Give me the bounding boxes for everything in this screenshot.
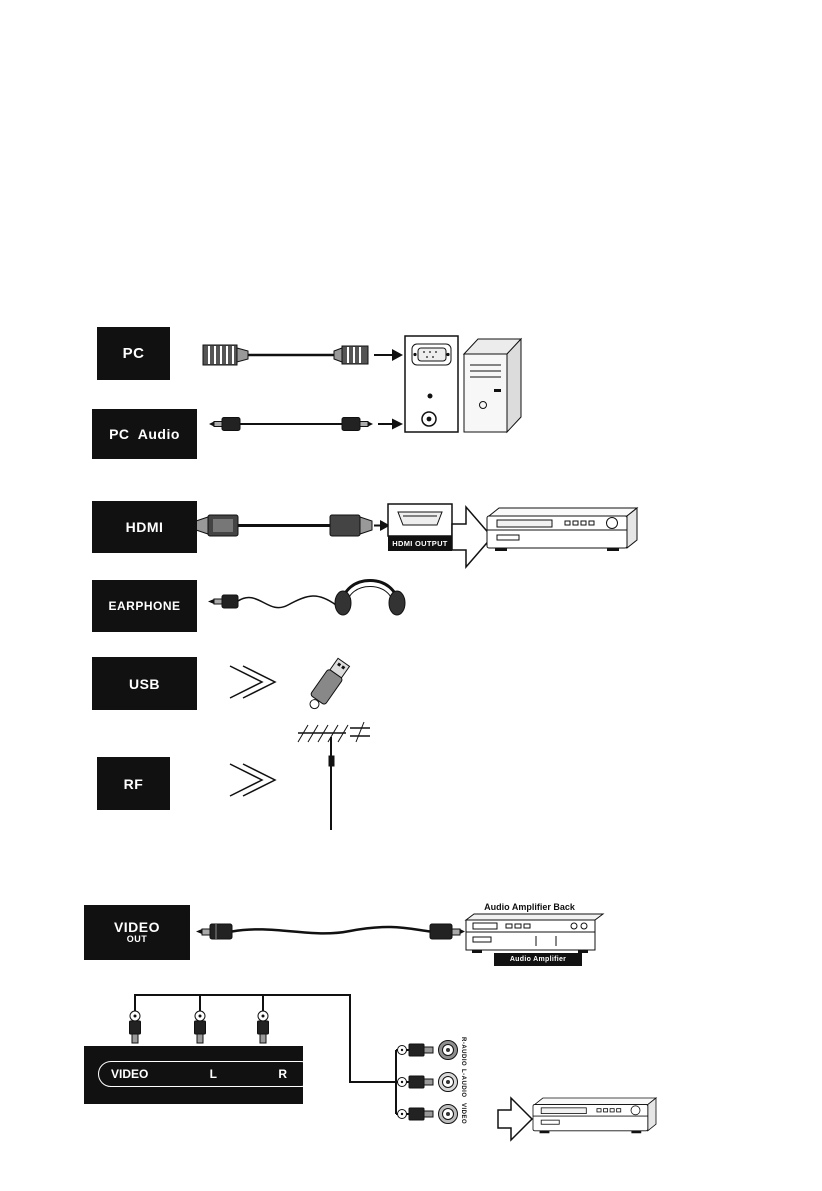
usb-label: USB (92, 657, 197, 710)
pc-ports-panel (404, 335, 459, 433)
hdmi-block-arrow-icon (451, 504, 493, 570)
jack-row-bottom (397, 1104, 458, 1124)
jack-row-top (397, 1040, 458, 1060)
pc-audio-arrow-icon (378, 418, 403, 430)
video-out-label-top: VIDEO (113, 918, 161, 935)
av-panel-video-label: VIDEO (111, 1067, 149, 1081)
usb-label-text: USB (128, 675, 161, 692)
av-panel-left-label: L (209, 1067, 217, 1081)
hdmi-label-text: HDMI (125, 519, 164, 535)
pc-label-text: PC (122, 345, 145, 362)
av-input-panel: VIDEO L R (84, 1046, 314, 1104)
pc-audio-cable-art (209, 417, 373, 431)
hdmi-output-label-text: HDMI OUTPUT (392, 539, 448, 548)
jack-label-middle: L-AUDIO (460, 1069, 466, 1098)
av-jack-cluster (397, 1040, 458, 1124)
amplifier-caption: Audio Amplifier (494, 953, 582, 966)
video-out-label-bottom: OUT (126, 934, 148, 945)
pc-audio-label-text: PC Audio (109, 426, 180, 442)
jack-label-bottom: VIDEO (460, 1103, 466, 1125)
dvd-player (486, 506, 639, 551)
hdmi-label: HDMI (92, 501, 197, 553)
earphone-label-text: EARPHONE (108, 599, 181, 613)
earphone-art (208, 579, 406, 616)
pc-label: PC (97, 327, 170, 380)
antenna (297, 721, 370, 830)
jack-row-middle (397, 1072, 458, 1092)
usb-flash-drive (309, 657, 351, 710)
hdmi-output-port (387, 503, 453, 537)
vga-arrow-icon (374, 349, 403, 361)
av-panel-plugs (129, 1010, 269, 1044)
rca-plug-right (257, 1010, 269, 1044)
video-out-label-stack: VIDEO OUT (113, 918, 161, 945)
rca-plug-video (129, 1010, 141, 1044)
pc-tower (462, 337, 523, 434)
rf-label: RF (97, 757, 170, 810)
video-out-cable-art (196, 923, 465, 940)
amplifier-caption-text: Audio Amplifier (509, 956, 567, 963)
hdmi-output-label: HDMI OUTPUT (388, 536, 452, 551)
rf-label-text: RF (123, 775, 144, 792)
amplifier-back-caption: Audio Amplifier Back (484, 902, 575, 912)
dvd-player-bottom (532, 1097, 658, 1134)
rf-double-arrow-icon (229, 763, 277, 797)
audio-amplifier (464, 913, 605, 953)
hdmi-cable-art (195, 514, 373, 537)
video-out-label: VIDEO OUT (84, 905, 190, 960)
vga-cable-art (202, 344, 369, 366)
rca-plug-left (194, 1010, 206, 1044)
usb-double-arrow-icon (229, 665, 277, 699)
earphone-label: EARPHONE (92, 580, 197, 632)
hdmi-arrow-icon (374, 520, 390, 531)
av-panel-right-label: R (278, 1067, 287, 1081)
jack-label-top: R-AUDIO (460, 1037, 466, 1067)
av-block-arrow-icon (497, 1096, 534, 1142)
pc-audio-label: PC Audio (92, 409, 197, 459)
av-panel-frame: VIDEO L R (98, 1061, 314, 1087)
